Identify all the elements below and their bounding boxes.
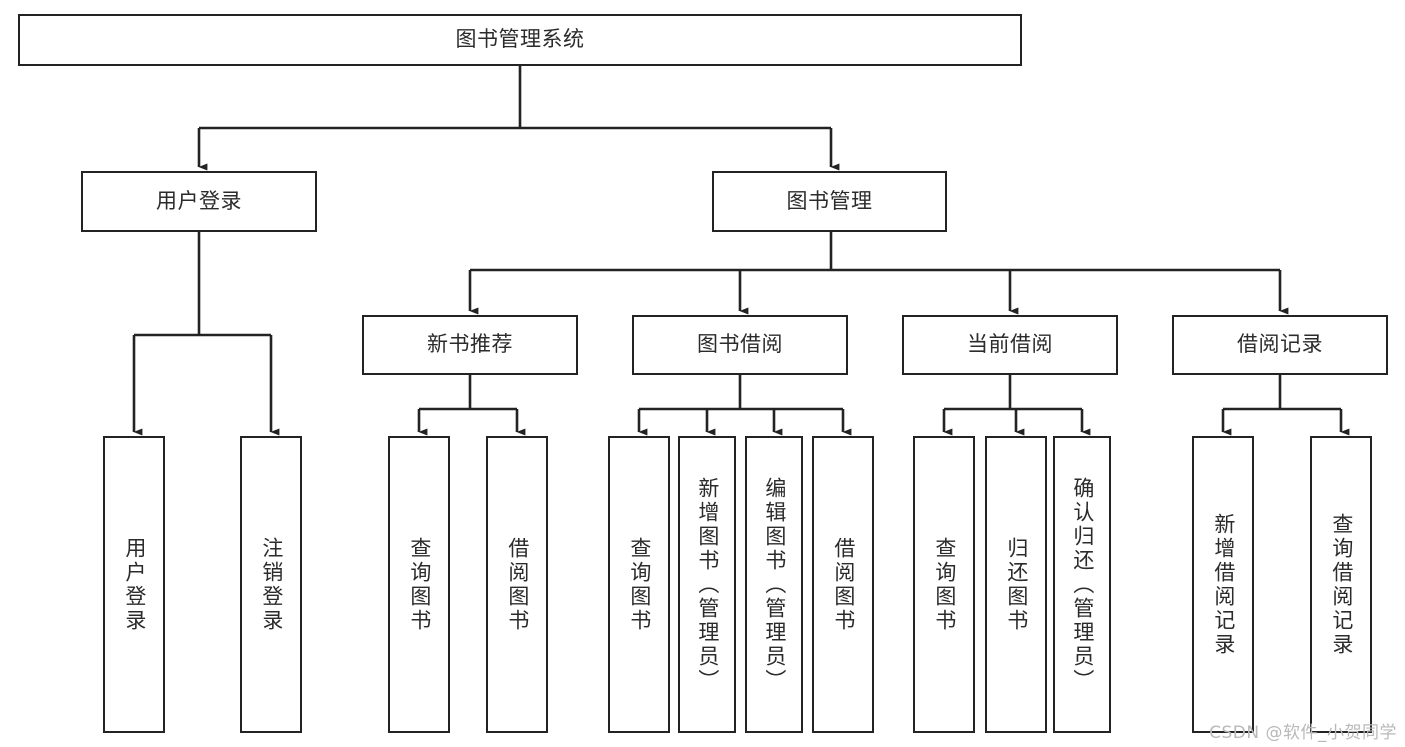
- leaf-query-book-borrow[interactable]: 查询图书: [608, 436, 670, 733]
- node-book-manage[interactable]: 图书管理: [712, 171, 947, 232]
- leaf-return-book[interactable]: 归还图书: [985, 436, 1047, 733]
- leaf-edit-book-admin[interactable]: 编辑图书（管理员）: [745, 436, 803, 733]
- node-user-login[interactable]: 用户登录: [81, 171, 317, 232]
- leaf-user-login[interactable]: 用户登录: [103, 436, 165, 733]
- leaf-query-borrow-record[interactable]: 查询借阅记录: [1310, 436, 1372, 733]
- leaf-query-book-recommend[interactable]: 查询图书: [388, 436, 450, 733]
- leaf-query-book-current[interactable]: 查询图书: [913, 436, 975, 733]
- leaf-confirm-return-admin[interactable]: 确认归还（管理员）: [1053, 436, 1111, 733]
- node-current-borrow[interactable]: 当前借阅: [902, 315, 1118, 375]
- leaf-add-book-admin[interactable]: 新增图书（管理员）: [678, 436, 736, 733]
- node-new-book-recommend[interactable]: 新书推荐: [362, 315, 578, 375]
- leaf-logout[interactable]: 注销登录: [240, 436, 302, 733]
- leaf-add-borrow-record[interactable]: 新增借阅记录: [1192, 436, 1254, 733]
- node-book-borrow[interactable]: 图书借阅: [632, 315, 848, 375]
- node-root[interactable]: 图书管理系统: [18, 14, 1022, 66]
- leaf-borrow-book[interactable]: 借阅图书: [812, 436, 874, 733]
- node-borrow-record[interactable]: 借阅记录: [1172, 315, 1388, 375]
- leaf-borrow-book-recommend[interactable]: 借阅图书: [486, 436, 548, 733]
